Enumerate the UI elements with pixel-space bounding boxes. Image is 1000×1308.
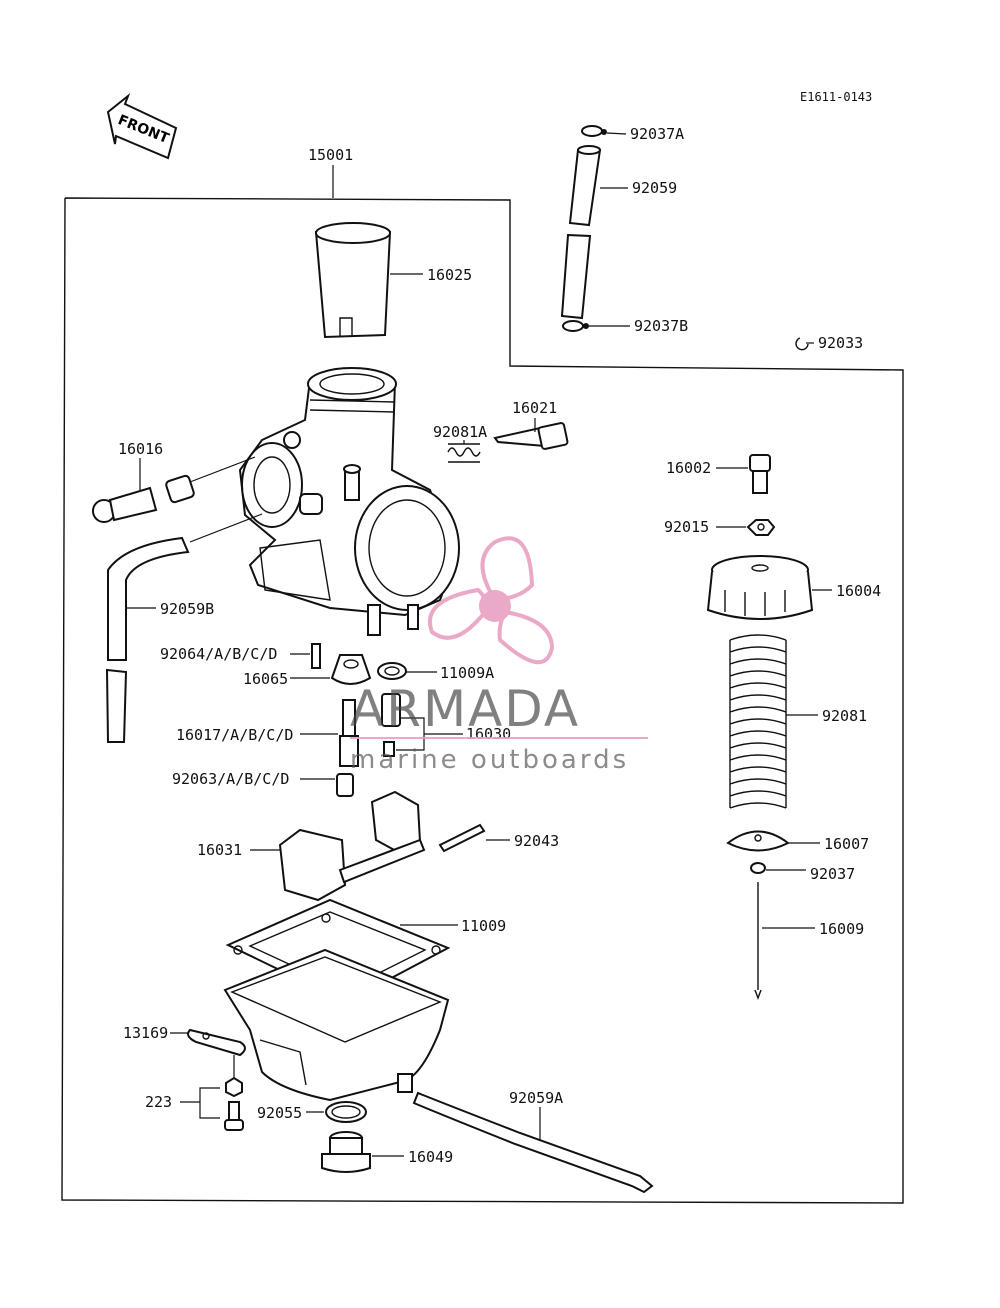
watermark-tagline: marine outboards [350,745,629,775]
svg-text:16049: 16049 [408,1148,453,1166]
part-16049-plug: 16049 [321,1131,453,1173]
carburetor-body [238,367,460,636]
svg-text:92043: 92043 [514,832,559,850]
svg-text:92015: 92015 [664,518,709,536]
part-92059A-tube: 92059A [412,1089,654,1194]
svg-text:16009: 16009 [819,920,864,938]
float-bowl [223,948,450,1102]
part-92015-nut: 92015 [664,518,776,536]
svg-text:16025: 16025 [427,266,472,284]
svg-text:16017/A/B/C/D: 16017/A/B/C/D [176,726,293,744]
part-92037A-clip: 92037A [581,125,684,143]
part-16030-pilot-jet: 16030 [381,693,511,757]
svg-text:92037: 92037 [810,865,855,883]
svg-text:13169: 13169 [123,1024,168,1042]
svg-text:92063/A/B/C/D: 92063/A/B/C/D [172,770,289,788]
svg-text:92037B: 92037B [634,317,688,335]
part-16004-cap: 16004 [706,555,881,620]
svg-text:16002: 16002 [666,459,711,477]
svg-text:92081A: 92081A [433,423,487,441]
part-92037B-clip: 92037B [562,317,688,335]
svg-text:11009: 11009 [461,917,506,935]
part-16021-screw: 16021 [493,399,569,450]
diagram-code: E1611-0143 [800,90,872,104]
part-92037-clip: 92037 [750,862,855,883]
part-16031-float: 16031 [197,790,426,902]
armada-watermark: ARMADA marine outboards [350,536,648,775]
part-16025-throttle-valve: 16025 [314,222,472,339]
svg-text:16031: 16031 [197,841,242,859]
part-16016-plunger: 16016 [92,440,263,543]
part-16065-holder: 16065 [243,654,372,688]
svg-text:92055: 92055 [257,1104,302,1122]
part-223-screws: 223 [145,1076,244,1131]
part-92059-tube: 92059 [560,145,677,320]
propeller-logo-icon [428,536,555,665]
part-92081-spring: 92081 [729,634,867,809]
svg-text:16065: 16065 [243,670,288,688]
svg-text:92081: 92081 [822,707,867,725]
svg-text:92059B: 92059B [160,600,214,618]
svg-text:92059: 92059 [632,179,677,197]
svg-text:16007: 16007 [824,835,869,853]
svg-text:11009A: 11009A [440,664,494,682]
part-92059B-tube: 92059B [105,536,214,743]
svg-text:92037A: 92037A [630,125,684,143]
part-16009-needle: 16009 [754,882,864,1000]
part-92033-clip: 92033 [795,334,863,352]
svg-text:92064/A/B/C/D: 92064/A/B/C/D [160,645,277,663]
front-arrow-icon: FRONT [106,92,178,160]
part-92064-jet: 92064/A/B/C/D [160,643,321,669]
svg-text:92033: 92033 [818,334,863,352]
assembly-boundary [61,197,904,1204]
part-16017-needle-jet: 16017/A/B/C/D [176,699,359,767]
svg-text:92059A: 92059A [509,1089,563,1107]
label-15001: 15001 [308,146,353,164]
part-16007-seat: 16007 [726,830,869,853]
part-16002-adjuster: 16002 [666,454,771,494]
part-13169-plate: 13169 [123,1024,246,1080]
part-92055-oring: 92055 [257,1101,367,1123]
svg-text:16004: 16004 [836,582,881,600]
part-11009A-oring: 11009A [377,662,494,682]
part-92063-main-jet: 92063/A/B/C/D [172,770,354,797]
svg-text:16021: 16021 [512,399,557,417]
watermark-brand: ARMADA [350,680,580,738]
svg-text:223: 223 [145,1093,172,1111]
svg-text:16016: 16016 [118,440,163,458]
part-92043-pin: 92043 [438,823,559,853]
part-92081A-spring: 92081A [433,423,487,463]
